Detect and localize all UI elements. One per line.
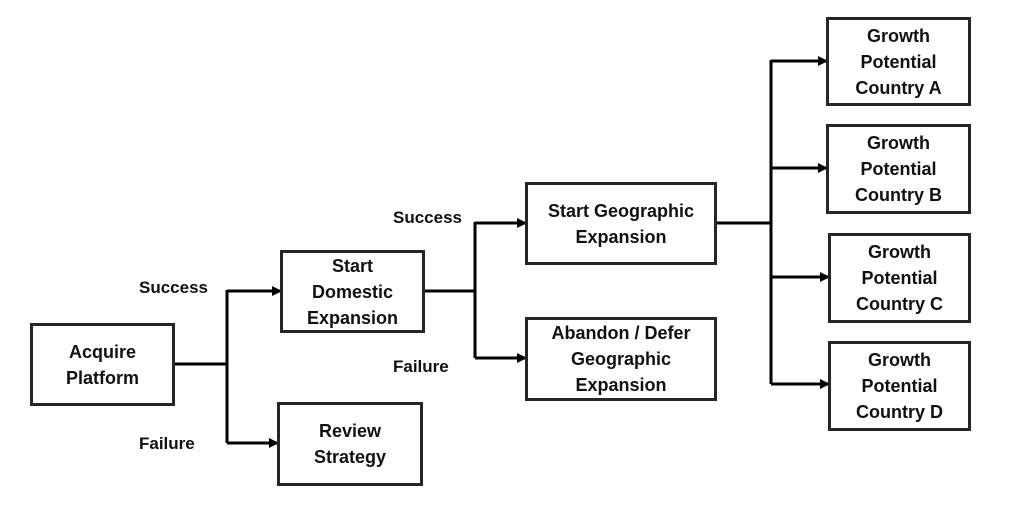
node-review-strategy: Review Strategy [277,402,423,486]
node-country-c: Growth Potential Country C [828,233,971,323]
node-label: Growth Potential Country B [855,133,942,205]
node-label: Abandon / Defer Geographic Expansion [551,323,691,395]
node-abandon-defer: Abandon / Defer Geographic Expansion [525,317,717,401]
node-label: Growth Potential Country C [856,242,943,314]
node-label: Acquire Platform [65,341,139,388]
node-country-d: Growth Potential Country D [828,341,971,431]
node-country-a: Growth Potential Country A [826,17,971,106]
node-start-domestic: Start Domestic Expansion [280,250,425,333]
node-label: Growth Potential Country D [856,350,943,422]
node-label: Start Geographic Expansion [547,200,695,247]
edge-label-success: Success [393,208,462,227]
edge-label-failure: Failure [393,357,449,376]
node-label: Start Domestic Expansion [306,255,399,328]
edge-label-success: Success [139,278,208,297]
node-label: Review Strategy [313,421,387,467]
node-acquire-platform: Acquire Platform [30,323,175,406]
node-start-geographic: Start Geographic Expansion [525,182,717,265]
edge-label-failure: Failure [139,434,195,453]
node-country-b: Growth Potential Country B [826,124,971,214]
node-label: Growth Potential Country A [855,25,942,98]
